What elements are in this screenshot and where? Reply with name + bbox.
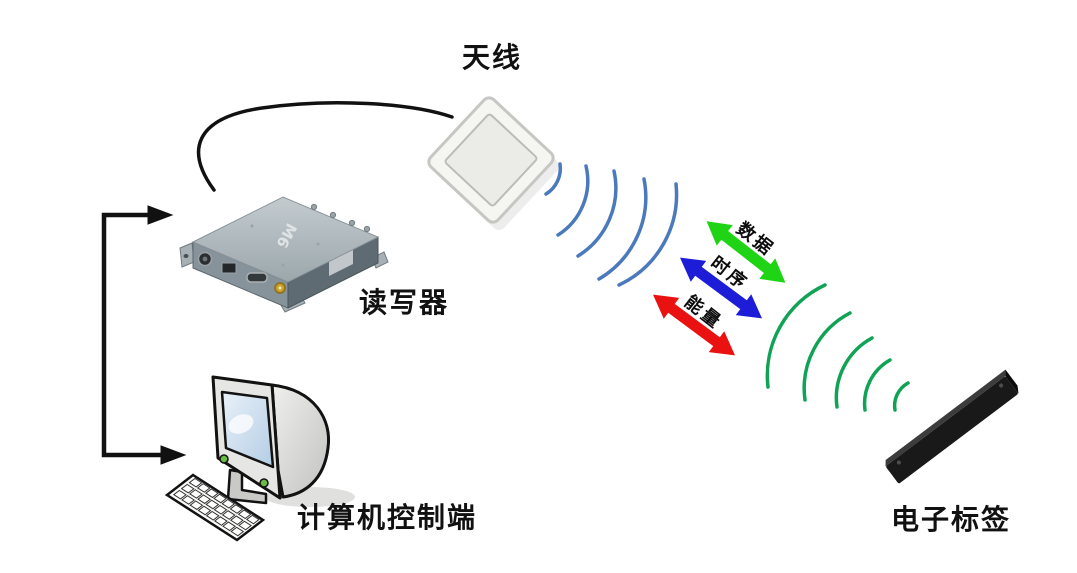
monitor-led-1	[219, 454, 229, 464]
control-connection-arrows	[101, 205, 187, 465]
energy-arrow-shape	[653, 294, 735, 356]
computer-label: 计算机控制端	[297, 501, 478, 534]
timing-arrow-shape	[680, 257, 762, 319]
reader-screw-1	[250, 224, 254, 228]
rfid-reader-device: M6	[179, 196, 389, 313]
reader-wave-2	[556, 164, 590, 237]
reader-top-face	[191, 196, 380, 283]
keyboard-key	[215, 517, 227, 525]
data-arrow	[706, 221, 786, 283]
tag-hole-2	[999, 383, 1004, 388]
keyboard-key	[182, 484, 194, 492]
reader-waves	[544, 162, 679, 287]
tag-body	[886, 376, 1018, 484]
screen-glare	[228, 414, 254, 434]
tag-waves	[765, 283, 910, 412]
computer-workstation	[167, 375, 355, 540]
keyboard	[167, 475, 263, 540]
keyboard-key	[190, 490, 202, 498]
usb-port	[221, 262, 237, 274]
reader-label: 读写器	[359, 286, 450, 319]
keyboard-key	[222, 500, 234, 508]
tag-end-face	[1005, 369, 1019, 394]
reader-screw-2	[316, 242, 320, 246]
keyboard-key	[189, 478, 201, 486]
reader-wave-1	[544, 162, 563, 196]
keyboard-key	[206, 489, 218, 497]
control-connection-line	[101, 212, 163, 458]
tag-top-edge	[885, 369, 1006, 467]
serial-port	[246, 272, 268, 283]
arrow-to-computer	[160, 445, 187, 465]
reader-wave-4	[597, 177, 648, 281]
antenna-radome	[444, 113, 538, 207]
tag-wave-1	[765, 283, 827, 389]
keyboard-key	[206, 500, 218, 508]
tag-wave-4	[862, 358, 892, 412]
arrow-to-reader	[147, 205, 174, 225]
tag-wave-3	[834, 336, 874, 409]
keyboard-key	[214, 506, 226, 514]
keyboard-key	[198, 484, 210, 492]
tag-hole-1	[896, 460, 901, 465]
reader-antenna-port-2	[329, 211, 337, 219]
reader-flange-hole-left	[183, 254, 189, 258]
sma-connector-pin	[278, 286, 282, 290]
data-arrow-shape	[706, 221, 786, 283]
reader-antenna-port-4	[363, 225, 371, 233]
tag-wave-2	[802, 311, 852, 402]
reader-sticker	[329, 250, 353, 276]
keyboard-key	[223, 522, 235, 530]
keyboard-key	[239, 521, 251, 529]
keyboard-key	[214, 494, 226, 502]
tag-wave-5	[892, 381, 910, 412]
electronic-tag	[885, 369, 1019, 484]
keyboard-key	[239, 510, 251, 518]
monitor-led-2	[259, 478, 269, 488]
antenna-panel	[427, 96, 560, 231]
keyboard-key	[190, 501, 202, 509]
timing-arrow	[680, 257, 762, 319]
monitor-crt-back	[270, 383, 331, 499]
keyboard-key	[182, 496, 194, 504]
reader-antenna-port-1	[310, 203, 318, 211]
tag-label: 电子标签	[891, 503, 1012, 536]
keyboard-key	[198, 506, 210, 514]
keyboard-key	[231, 527, 243, 535]
reader-wave-5	[617, 182, 679, 287]
keyboard-key	[231, 516, 243, 524]
keyboard-key	[230, 505, 242, 513]
reader-antenna-port-3	[348, 219, 356, 227]
ethernet-port-pin	[202, 256, 208, 262]
keyboard-key	[207, 512, 219, 520]
antenna-label: 天线	[462, 41, 523, 74]
keyboard-key	[223, 511, 235, 519]
keyboard-key	[247, 515, 259, 523]
keyboard-key	[174, 490, 186, 498]
antenna-cable	[197, 101, 454, 192]
energy-arrow	[653, 294, 735, 356]
keyboard-key	[198, 495, 210, 503]
keyboard-keys	[174, 478, 259, 535]
reader-wave-3	[576, 169, 618, 258]
reader-screw-3	[281, 263, 285, 267]
